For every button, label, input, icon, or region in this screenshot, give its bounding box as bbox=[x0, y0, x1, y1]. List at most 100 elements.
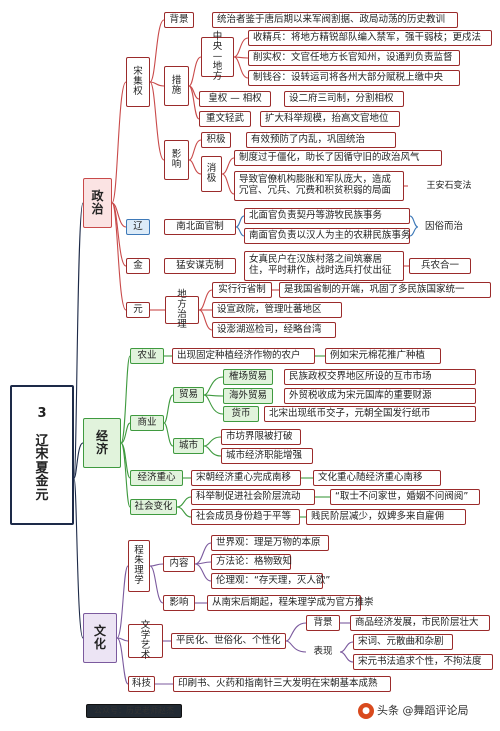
jin-summary: 兵农合一 bbox=[409, 258, 471, 274]
central-local-item-2: 削实权：文官任地方长官知州，设通判负责监督 bbox=[248, 50, 460, 66]
emperor-minister-text: 设二府三司制，分割相权 bbox=[284, 91, 404, 107]
link-neo-content bbox=[149, 563, 164, 567]
social-item-2: 社会成员身份趋于平等 bbox=[191, 509, 300, 525]
art-expression-item-2: 宋元书法追求个性，不拘法度 bbox=[353, 654, 493, 670]
agriculture-label: 农业 bbox=[130, 348, 164, 364]
link-negative-2 bbox=[221, 173, 235, 195]
song-centralization-node: 宋集权 bbox=[126, 57, 150, 107]
social-result-2: 贱民阶层减少，奴婢多来自雇佣 bbox=[306, 509, 466, 525]
link-root-politics bbox=[73, 202, 84, 479]
link-city-2 bbox=[203, 445, 222, 457]
link-trade-3 bbox=[203, 394, 224, 415]
song-background-text: 统治者鉴于唐后期以来军阀割据、政局动荡的历史教训 bbox=[212, 12, 458, 28]
link-economy-social bbox=[120, 442, 131, 508]
neo-content-item-2: 方法论：格物致知 bbox=[211, 554, 292, 570]
trade-item-label-3: 货币 bbox=[223, 406, 259, 422]
link-commerce-city bbox=[163, 422, 174, 447]
link-liao-summary bbox=[409, 215, 419, 237]
positive-text: 有效预防了内乱，巩固统治 bbox=[246, 132, 396, 148]
wenqing-text: 扩大科举规模，抬高文官地位 bbox=[260, 111, 400, 127]
link-content-1 bbox=[194, 542, 212, 565]
central-local-item-3: 制钱谷：设转运司将各州大部分赋税上缴中央 bbox=[248, 70, 460, 86]
link-song-measures bbox=[149, 81, 165, 87]
liao-item-2: 南面官负责以汉人为主的农耕民族事务 bbox=[244, 228, 411, 244]
economy-node: 经济 bbox=[83, 418, 121, 468]
negative-item-2: 导致官僚机构膨胀和军队庞大，造成冗官、冗兵、冗费和积贫积弱的局面 bbox=[234, 171, 404, 201]
link-social-1 bbox=[176, 496, 192, 508]
link-root-culture bbox=[73, 477, 84, 639]
link-economy-agriculture bbox=[120, 355, 131, 444]
link-expr-2 bbox=[339, 651, 354, 663]
footer-credit: 公众号：历史老师赵杰 bbox=[86, 704, 182, 718]
link-social-2 bbox=[176, 506, 192, 518]
art-trend-text: 平民化、世俗化、个性化 bbox=[171, 633, 286, 649]
social-item-1: 科举制促进社会阶层流动 bbox=[191, 489, 315, 505]
negative-item-1: 制度过于僵化，助长了因循守旧的政治风气 bbox=[234, 150, 442, 166]
link-art-background bbox=[285, 622, 307, 642]
city-item-1: 市坊界限被打破 bbox=[221, 429, 301, 445]
link-art-expression bbox=[285, 640, 307, 653]
link-culture-tech bbox=[116, 637, 129, 685]
link-economy-commerce bbox=[120, 422, 131, 444]
song-background-label: 背景 bbox=[164, 12, 194, 28]
link-expr-1 bbox=[339, 641, 354, 653]
neo-content-label: 内容 bbox=[163, 556, 195, 572]
neo-content-item-1: 世界观：理是万物的本原 bbox=[211, 535, 329, 551]
economic-center-text: 宋朝经济重心完成南移 bbox=[191, 470, 301, 486]
link-content-3 bbox=[194, 563, 212, 582]
city-item-2: 城市经济职能增强 bbox=[221, 448, 313, 464]
link-neo-influence bbox=[149, 565, 164, 604]
link-influence-negative bbox=[188, 159, 202, 175]
jin-node: 金 bbox=[126, 258, 150, 274]
link-trade-1 bbox=[203, 376, 224, 396]
neo-influence-label: 影响 bbox=[163, 595, 195, 611]
jin-system-label: 猛安谋克制 bbox=[164, 258, 236, 274]
technology-label: 科技 bbox=[128, 676, 155, 692]
wang-anshi-reform: 王安石变法 bbox=[426, 180, 472, 191]
link-song-influence bbox=[149, 81, 165, 161]
link-measures-wenqing bbox=[188, 85, 200, 120]
central-local-item-1: 收精兵：将地方精锐部队编入禁军，强干弱枝；更戍法 bbox=[248, 30, 492, 46]
economic-center-label: 经济重心 bbox=[130, 470, 183, 486]
trade-label: 贸易 bbox=[173, 387, 204, 403]
social-result-1: “取士不问家世，婚姻不问阀阅” bbox=[330, 489, 480, 505]
neo-content-item-3: 伦理观：“存天理，灭人欲” bbox=[211, 573, 330, 589]
link-politics-yuan bbox=[111, 202, 127, 311]
yuan-item-1: 设宣政院，管理吐蕃地区 bbox=[212, 302, 342, 318]
liao-node: 辽 bbox=[126, 219, 150, 235]
commerce-label: 商业 bbox=[130, 415, 164, 431]
link-negative-1 bbox=[221, 157, 235, 175]
yuan-province-label: 实行行省制 bbox=[212, 282, 272, 298]
agriculture-example: 例如宋元棉花推广种植 bbox=[325, 348, 441, 364]
song-measures-label: 措施 bbox=[164, 66, 189, 106]
yuan-system-label: 地方治理 bbox=[165, 290, 199, 329]
watermark-text: 头条 @舞蹈评论局 bbox=[377, 704, 469, 717]
watermark: ●头条 @舞蹈评论局 bbox=[358, 702, 469, 719]
link-song-background bbox=[149, 19, 165, 83]
link-measures-central bbox=[188, 56, 202, 87]
trade-item-text-3: 北宋出现纸币交子，元朝全国发行纸币 bbox=[264, 406, 476, 422]
link-liao-1 bbox=[235, 215, 245, 228]
politics-node: 政治 bbox=[83, 178, 112, 228]
liao-summary: 因俗而治 bbox=[424, 220, 463, 232]
trade-item-label-2: 海外贸易 bbox=[223, 388, 273, 404]
root-node: 3 辽宋夏金元 bbox=[10, 385, 74, 525]
economic-center-result: 文化重心随经济重心南移 bbox=[313, 470, 441, 486]
jin-text: 女真民户在汉族村落之间筑寨居住，平时耕作，战时选兵打仗出征 bbox=[244, 251, 404, 281]
negative-label: 消极 bbox=[201, 156, 222, 192]
wenqing-label: 重文轻武 bbox=[199, 111, 251, 127]
liao-item-1: 北面官负责契丹等游牧民族事务 bbox=[244, 208, 410, 224]
city-label: 城市 bbox=[173, 438, 204, 454]
link-liao-2 bbox=[235, 226, 245, 237]
link-trade-2 bbox=[203, 394, 224, 397]
link-politics-jin bbox=[111, 202, 127, 267]
watermark-logo-icon: ● bbox=[358, 703, 374, 719]
link-central-3 bbox=[233, 56, 249, 79]
trade-item-text-2: 外贸税收成为宋元国库的重要财源 bbox=[284, 388, 476, 404]
link-influence-positive bbox=[188, 139, 202, 161]
yuan-province-text: 是我国省制的开端，巩固了多民族国家统一 bbox=[279, 282, 491, 298]
art-expression-label: 表现 bbox=[313, 645, 333, 657]
link-politics-song bbox=[111, 81, 127, 204]
